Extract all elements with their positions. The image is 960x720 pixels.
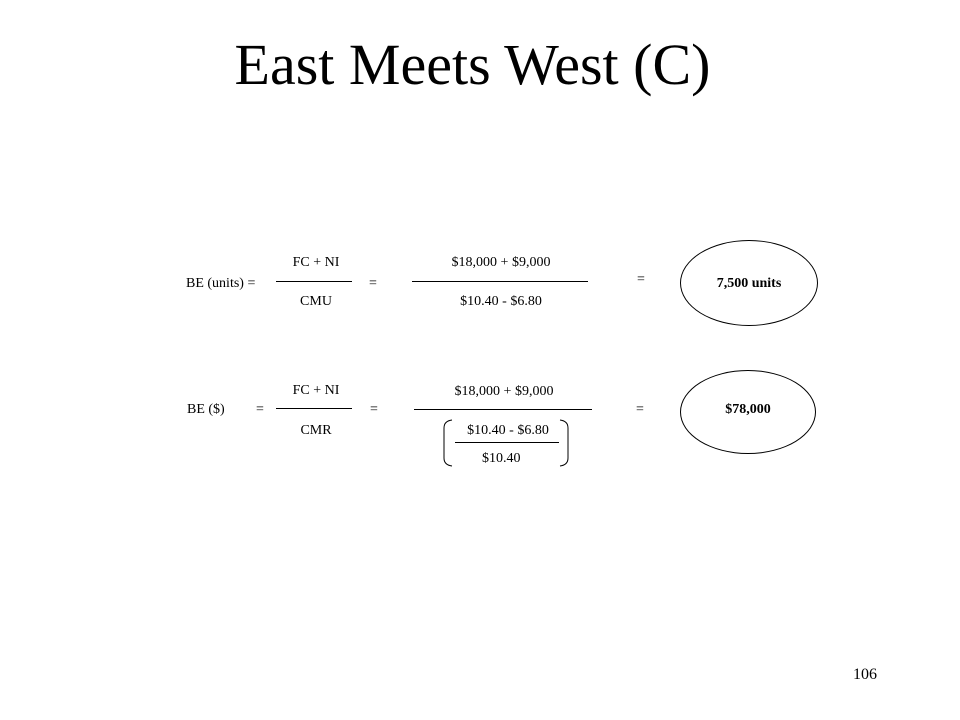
be-dollars-result-ellipse xyxy=(680,370,816,454)
slide-title: East Meets West (C) xyxy=(234,32,711,97)
be-dollars-equals-2: = xyxy=(636,402,644,417)
be-dollars-equals-1: = xyxy=(370,402,378,417)
be-units-fraction-bar xyxy=(276,281,352,282)
be-units-label: BE (units) = xyxy=(186,276,256,291)
be-dollars-formula-denominator: CMR xyxy=(300,423,332,438)
be-dollars-value-fraction-bar xyxy=(414,409,592,410)
be-units-equals-1: = xyxy=(369,276,377,291)
be-dollars-fraction-bar xyxy=(276,408,352,409)
be-units-value-denominator: $10.40 - $6.80 xyxy=(460,294,542,309)
be-dollars-inner-fraction-bar xyxy=(455,442,559,443)
be-dollars-inner-denominator: $10.40 xyxy=(482,451,521,466)
be-dollars-value-numerator: $18,000 + $9,000 xyxy=(454,384,554,399)
be-dollars-formula-numerator: FC + NI xyxy=(292,383,340,398)
be-dollars-label: BE ($) xyxy=(187,402,225,417)
page-number: 106 xyxy=(853,666,877,683)
be-units-result-ellipse xyxy=(680,240,818,326)
be-units-formula-denominator: CMU xyxy=(300,294,332,309)
be-units-value-fraction-bar xyxy=(412,281,588,282)
be-dollars-result: $78,000 xyxy=(725,402,771,417)
be-units-result: 7,500 units xyxy=(716,276,782,291)
be-units-value-numerator: $18,000 + $9,000 xyxy=(451,255,551,270)
be-dollars-equals-0: = xyxy=(256,402,264,417)
be-units-formula-numerator: FC + NI xyxy=(292,255,340,270)
be-dollars-inner-brackets xyxy=(443,419,569,467)
be-units-equals-2: = xyxy=(637,272,645,287)
be-dollars-inner-numerator: $10.40 - $6.80 xyxy=(467,423,549,438)
